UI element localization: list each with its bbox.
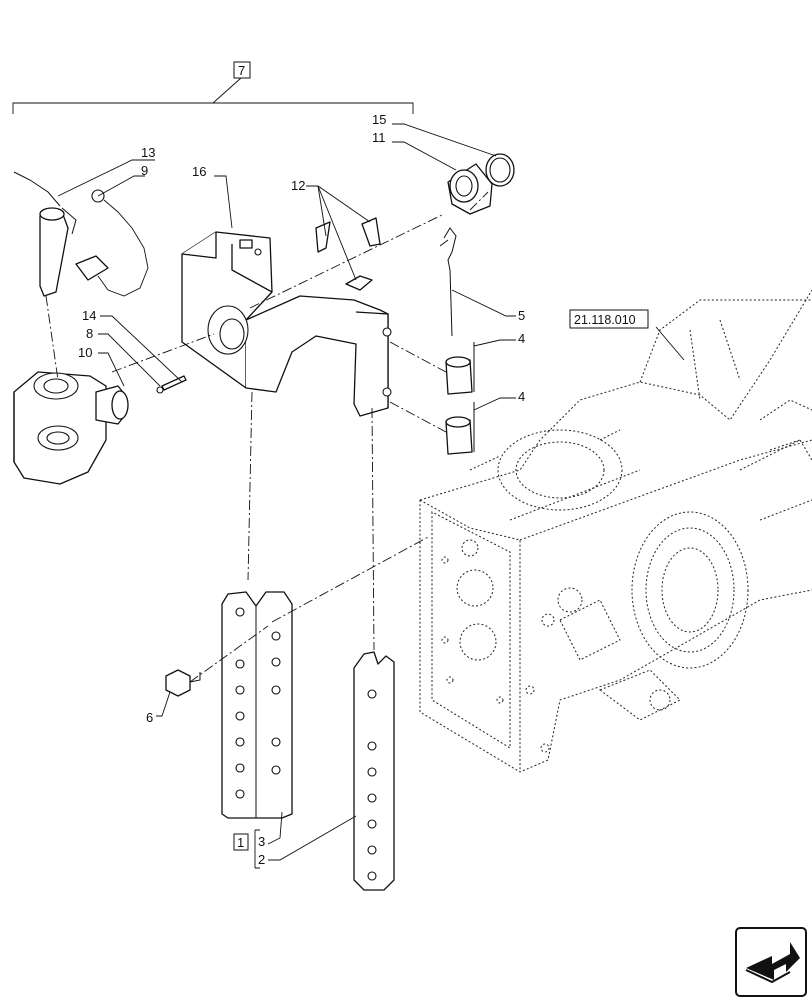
bushing-and-ring [447,153,515,215]
bolt [165,669,201,697]
callout-4-lower: 4 [518,389,525,404]
clevis-pin-lower [445,402,475,455]
callout-13: 13 [141,145,155,160]
callout-6: 6 [146,710,153,725]
assembly-axes [45,191,489,683]
group-label-7: 7 [238,63,245,78]
hitch-pin-with-chain [13,171,149,297]
hitch-swivel [13,371,129,485]
callout-3: 3 [258,834,265,849]
next-page-arrow-icon[interactable] [735,927,807,997]
callout-11: 11 [372,130,386,145]
drawbar-channel [221,591,293,819]
drawbar-strap [353,651,395,891]
callout-12: 12 [291,178,305,193]
clevis-pin-upper [445,342,475,395]
callout-9: 9 [141,163,148,178]
cross-reference-link[interactable]: 21.118.010 [569,309,649,329]
callout-5: 5 [518,308,525,323]
callout-4-upper: 4 [518,331,525,346]
set-screw [156,375,187,394]
group-bracket: 7 [12,61,414,114]
callout-15: 15 [372,112,386,127]
linch-pin [439,227,457,337]
callout-labels: 13 9 16 12 15 11 5 4 4 14 8 10 6 3 2 1 [78,112,525,867]
retaining-clips [315,217,381,291]
callout-16: 16 [192,164,206,179]
callout-8: 8 [86,326,93,341]
drawbar-support-bracket [181,231,392,417]
reference-number[interactable]: 21.118.010 [574,313,636,327]
callout-14: 14 [82,308,96,323]
callout-10: 10 [78,345,92,360]
leader-lines [57,123,685,869]
transmission-housing [419,289,812,773]
callout-2: 2 [258,852,265,867]
callout-1: 1 [237,835,244,850]
